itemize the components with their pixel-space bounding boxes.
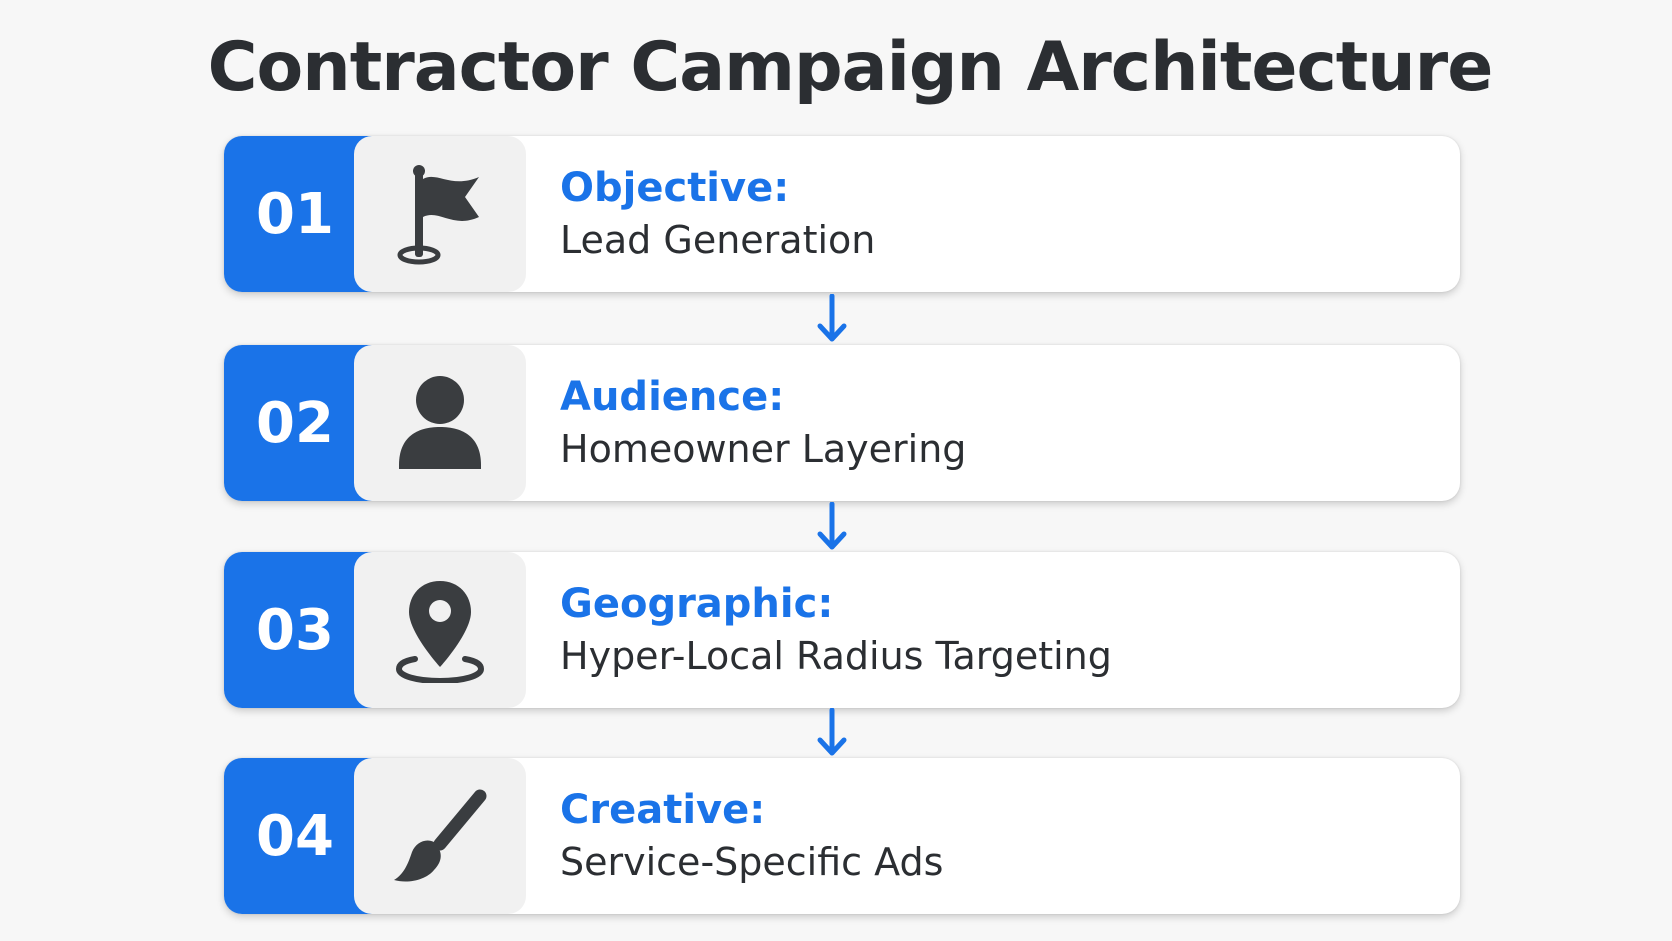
step-icon-box (354, 345, 526, 501)
flag-icon (397, 165, 479, 265)
page-title: Contractor Campaign Architecture (207, 28, 1494, 107)
step-label: Creative: (560, 787, 766, 833)
step-value: Homeowner Layering (560, 427, 967, 471)
step-geographic: 03 Geographic: Hyper-Local Radius Target… (224, 552, 1460, 708)
step-icon-box (354, 136, 526, 292)
arrow-down-icon (817, 294, 847, 342)
step-value: Service-Specific Ads (560, 840, 944, 884)
step-label: Audience: (560, 374, 785, 420)
step-label: Geographic: (560, 581, 834, 627)
step-label: Objective: (560, 165, 790, 211)
location-pin-icon (395, 581, 485, 683)
step-audience: 02 Audience: Homeowner Layering (224, 345, 1460, 501)
person-icon (399, 376, 481, 469)
paintbrush-icon (394, 789, 487, 882)
arrow-down-icon (817, 708, 847, 756)
step-icon-box (354, 758, 526, 914)
campaign-steps: 01 Objective: Lead Generation 02 Audi (224, 0, 1460, 941)
step-value: Lead Generation (560, 218, 876, 262)
step-creative: 04 Creative: Service-Specific Ads (224, 758, 1460, 914)
arrow-down-icon (817, 502, 847, 550)
step-objective: 01 Objective: Lead Generation (224, 136, 1460, 292)
step-icon-box (354, 552, 526, 708)
step-value: Hyper-Local Radius Targeting (560, 634, 1112, 678)
